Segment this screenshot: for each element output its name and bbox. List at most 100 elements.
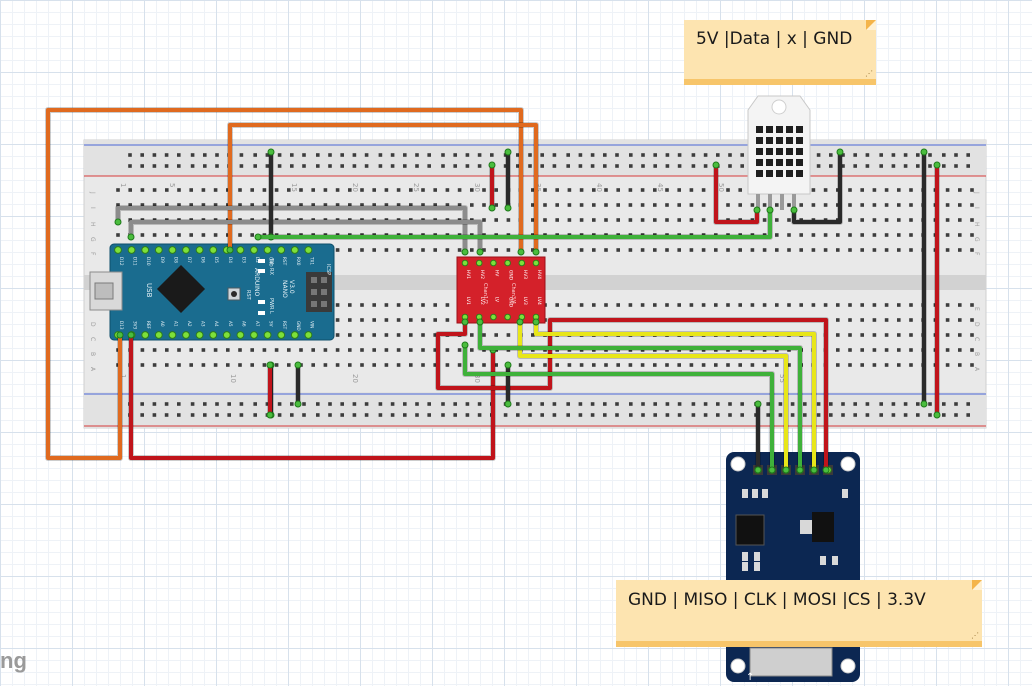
breadboard-hole — [616, 218, 620, 222]
breadboard-hole — [884, 303, 889, 307]
column-number-top: 25 — [412, 183, 420, 192]
dht-pinout-note[interactable]: 5V |Data | x | GND ⋰ — [684, 20, 876, 85]
breadboard-hole — [860, 348, 864, 352]
breadboard-hole — [775, 218, 779, 222]
breadboard-hole — [616, 248, 620, 252]
breadboard-hole — [421, 318, 425, 322]
rail-hole — [390, 153, 395, 157]
breadboard-hole — [177, 363, 181, 367]
rail-hole — [415, 164, 419, 168]
breadboard-hole — [945, 333, 950, 337]
breadboard-hole — [897, 248, 901, 252]
row-letter-right: D — [973, 322, 980, 327]
rail-hole — [590, 153, 595, 157]
rail-hole — [590, 164, 595, 168]
breadboard-hole — [555, 188, 559, 192]
sd-pinout-note[interactable]: GND | MISO | CLK | MOSI |CS | 3.3V ⋰ — [616, 580, 982, 647]
arduino-pin-label-top: D4 — [228, 257, 233, 263]
breadboard-hole — [665, 248, 669, 252]
breadboard-hole — [409, 333, 413, 337]
dht-grille-slot — [766, 126, 773, 133]
breadboard-hole — [238, 363, 242, 367]
breadboard-hole — [592, 248, 596, 252]
level-shifter-pin-label-top: HV — [493, 270, 499, 276]
micro-sd-card-module[interactable]: ↑ — [726, 452, 860, 683]
rail-hole — [277, 413, 282, 417]
breadboard-hole — [884, 233, 889, 237]
breadboard-hole — [567, 248, 572, 252]
breadboard-hole — [384, 248, 389, 252]
arduino-pin-label-bottom: GND — [296, 321, 301, 331]
wire-end-connector — [294, 361, 302, 369]
dht-grille-slot — [756, 170, 763, 177]
rail-hole — [265, 153, 270, 157]
rail-hole — [590, 402, 595, 406]
rail-hole — [829, 402, 833, 406]
led-label-tx: TX — [268, 257, 274, 265]
note-resize-grip-icon[interactable]: ⋰ — [971, 631, 979, 640]
rst-label: RST — [245, 290, 251, 301]
rail-hole — [352, 402, 357, 406]
dht22-sensor[interactable] — [747, 95, 811, 210]
rail-hole — [203, 402, 207, 406]
column-number-top: 45 — [656, 183, 664, 192]
breadboard-hole — [726, 248, 730, 252]
breadboard-hole — [555, 203, 559, 207]
breadboard-hole — [384, 333, 389, 337]
rail-hole — [865, 402, 870, 406]
row-letter-left: C — [89, 337, 96, 341]
breadboard-hole — [506, 333, 511, 337]
row-letter-right: H — [973, 222, 980, 227]
breadboard-hole — [299, 348, 303, 352]
dht-grille-slot — [776, 170, 783, 177]
breadboard-hole — [506, 248, 511, 252]
breadboard-hole — [579, 303, 584, 307]
level-shifter-board — [456, 256, 546, 324]
breadboard-hole — [799, 248, 803, 252]
rail-hole — [803, 413, 807, 417]
rail-hole — [629, 402, 633, 406]
wire-end-connector — [127, 233, 135, 241]
dht-mount-hole — [771, 99, 787, 115]
breadboard-hole — [958, 233, 962, 237]
breadboard-hole — [628, 303, 633, 307]
row-letter-left: G — [89, 237, 96, 242]
arduino-nano[interactable]: USB RST ARDUINO NANO V3.0 TX RX PWR L IC… — [89, 243, 335, 341]
breadboard-hole — [348, 303, 352, 307]
note-resize-grip-icon[interactable]: ⋰ — [865, 69, 873, 78]
reset-button-cap[interactable] — [231, 291, 237, 297]
rail-hole — [653, 402, 657, 406]
breadboard-hole — [823, 188, 828, 192]
rail-hole — [928, 153, 932, 157]
dht-grille-slot — [786, 170, 793, 177]
breadboard-hole — [640, 303, 645, 307]
dht-pinout-text: 5V |Data | x | GND — [696, 29, 853, 49]
breadboard-hole — [836, 363, 840, 367]
rail-hole — [677, 164, 682, 168]
breadboard-hole — [494, 363, 498, 367]
rail-hole — [328, 413, 332, 417]
rail-hole — [453, 153, 457, 157]
breadboard-hole — [616, 203, 620, 207]
rail-hole — [290, 164, 294, 168]
board-title-line-3: V3.0 — [288, 280, 295, 294]
rail-hole — [653, 413, 657, 417]
breadboard-hole — [238, 188, 242, 192]
rail-hole — [203, 153, 207, 157]
arduino-pin-top — [127, 246, 136, 254]
breadboard-hole — [152, 203, 157, 207]
breadboard-hole — [152, 233, 157, 237]
level-shifter-pin-label-bottom: LV4 — [536, 297, 542, 305]
rail-hole — [441, 413, 445, 417]
breadboard-hole — [848, 363, 852, 367]
breadboard-hole — [433, 318, 437, 322]
level-shifter-pin-label-top: HV3 — [522, 270, 528, 279]
orange-wire — [228, 123, 538, 254]
arduino-pin-bottom — [263, 331, 272, 339]
breadboard-hole — [311, 188, 315, 192]
column-number-top: 15 — [290, 183, 298, 192]
rail-hole — [665, 402, 670, 406]
arduino-pin-bottom — [250, 331, 258, 339]
rail-hole — [415, 153, 419, 157]
